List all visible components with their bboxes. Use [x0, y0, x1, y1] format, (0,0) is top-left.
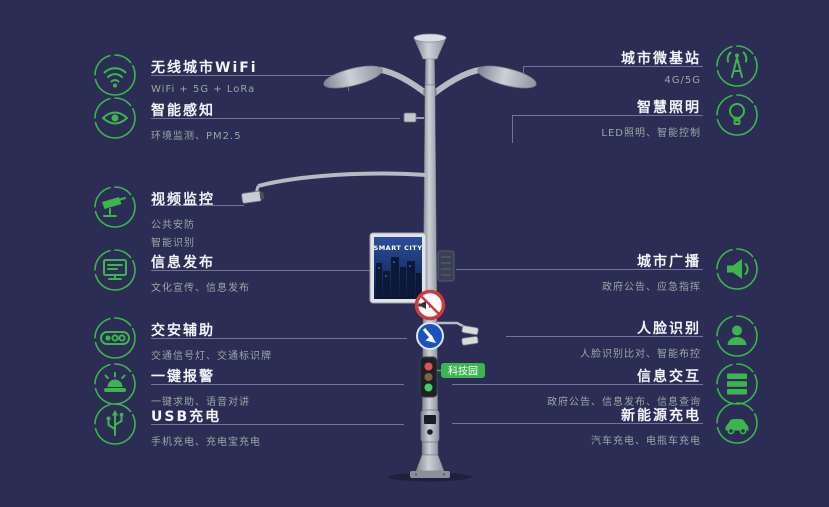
environment-sensor: [403, 112, 424, 123]
feature-item-traffic-aid: 交安辅助 交通信号灯、交通标识牌: [93, 316, 272, 362]
feature-item-city-broadcast: 城市广播 政府公告、应急指挥: [602, 247, 759, 293]
bulb-icon: [715, 93, 759, 137]
feature-item-sensing: 智能感知 环境监测、PM2.5: [93, 96, 242, 142]
feature-title: 城市微基站: [621, 51, 701, 67]
connector-line: [512, 115, 513, 143]
feature-item-wifi: 无线城市WiFi WiFi + 5G + LoRa: [93, 53, 258, 97]
feature-title: 人脸识别: [637, 321, 701, 337]
feature-item-ev-charging: 新能源充电 汽车充电、电瓶车充电: [591, 401, 759, 447]
screen-icon: [93, 248, 137, 292]
feature-subtitle: 4G/5G: [664, 75, 701, 86]
feature-item-smart-lighting: 智慧照明 LED照明、智能控制: [601, 93, 759, 139]
ev-car-icon: [715, 401, 759, 445]
charging-box: [420, 409, 440, 443]
lamp-arms: [323, 65, 537, 98]
billboard-title: SMART CITY: [374, 244, 423, 252]
feature-title: 新能源充电: [621, 408, 701, 424]
feature-title: 交安辅助: [151, 323, 215, 339]
smart-pole-illustration: SMART CITY: [241, 33, 537, 482]
connector-line: [151, 270, 372, 271]
connector-line: [151, 205, 244, 206]
feature-subtitle: 一键求助、语音对讲: [151, 397, 250, 408]
feature-title: 智能感知: [151, 103, 215, 119]
no-horn-sign: [414, 289, 446, 321]
wifi-icon: [93, 53, 137, 97]
pole-base: [410, 454, 450, 478]
usb-icon: [93, 402, 137, 446]
top-lamp-rim: [413, 33, 447, 43]
feature-subtitle: 人脸识别比对、智能布控: [580, 349, 701, 360]
left-lamp-head: [323, 65, 383, 89]
feature-subtitle: 手机充电、充电宝充电: [151, 437, 261, 448]
right-lamp-head: [477, 65, 537, 89]
feature-title: 一键报警: [151, 369, 215, 385]
connector-line: [456, 269, 703, 270]
feature-subtitle: 交通信号灯、交通标识牌: [151, 351, 272, 362]
alarm-icon: [93, 362, 137, 406]
feature-item-info-interaction: 信息交互 政府公告、信息发布、信息查询: [547, 362, 759, 408]
connector-line: [523, 66, 703, 67]
feature-subtitle: 政府公告、应急指挥: [602, 282, 701, 293]
feature-subtitle: 公共安防: [151, 220, 195, 231]
connector-line: [512, 115, 703, 116]
feature-subtitle: 汽车充电、电瓶车充电: [591, 436, 701, 447]
feature-title: 视频监控: [151, 192, 215, 208]
feature-subtitle: 环境监测、PM2.5: [151, 131, 242, 142]
direction-arrow-sign: [416, 322, 444, 350]
connector-line: [151, 75, 348, 76]
feature-title: 信息发布: [151, 255, 215, 271]
feature-subtitle: LED照明、智能控制: [601, 128, 701, 139]
cctv-camera: [241, 171, 427, 204]
connector-line: [151, 338, 407, 339]
feature-subtitle: 政府公告、信息发布、信息查询: [547, 397, 701, 408]
feature-title: 城市广播: [637, 254, 701, 270]
speaker-box: [437, 250, 455, 282]
info-stack-icon: [715, 362, 759, 406]
connector-line: [452, 423, 703, 424]
billboard: SMART CITY: [369, 232, 427, 304]
feature-item-usb-charging: USB充电 手机充电、充电宝充电: [93, 402, 261, 448]
feature-item-video-monitoring: 视频监控 公共安防 智能识别: [93, 185, 215, 249]
connector-line: [452, 384, 703, 385]
connector-line: [506, 336, 703, 337]
face-icon: [715, 314, 759, 358]
face-recognition-cameras: [437, 321, 479, 346]
feature-title: USB充电: [151, 409, 222, 425]
feature-title: 信息交互: [637, 369, 701, 385]
feature-subtitle: 智能识别: [151, 238, 195, 249]
tech-park-tag: 科技园: [437, 363, 485, 378]
connector-line: [151, 384, 404, 385]
feature-title: 无线城市WiFi: [151, 60, 258, 76]
feature-subtitle: 文化宣传、信息发布: [151, 283, 250, 294]
connector-line: [151, 424, 404, 425]
feature-title: 智慧照明: [637, 100, 701, 116]
base-station-icon: [715, 44, 759, 88]
connector-line: [151, 118, 400, 119]
feature-item-base-station: 城市微基站 4G/5G: [621, 44, 759, 88]
cctv-icon: [93, 185, 137, 229]
feature-subtitle: WiFi + 5G + LoRa: [151, 84, 256, 95]
feature-item-face-recognition: 人脸识别 人脸识别比对、智能布控: [580, 314, 759, 360]
feature-item-info-release: 信息发布 文化宣传、信息发布: [93, 248, 250, 294]
tech-park-label: 科技园: [448, 365, 478, 378]
sensor-icon: [93, 96, 137, 140]
traffic-light: [419, 356, 438, 398]
speaker-icon: [715, 247, 759, 291]
traffic-signal-icon: [93, 316, 137, 360]
